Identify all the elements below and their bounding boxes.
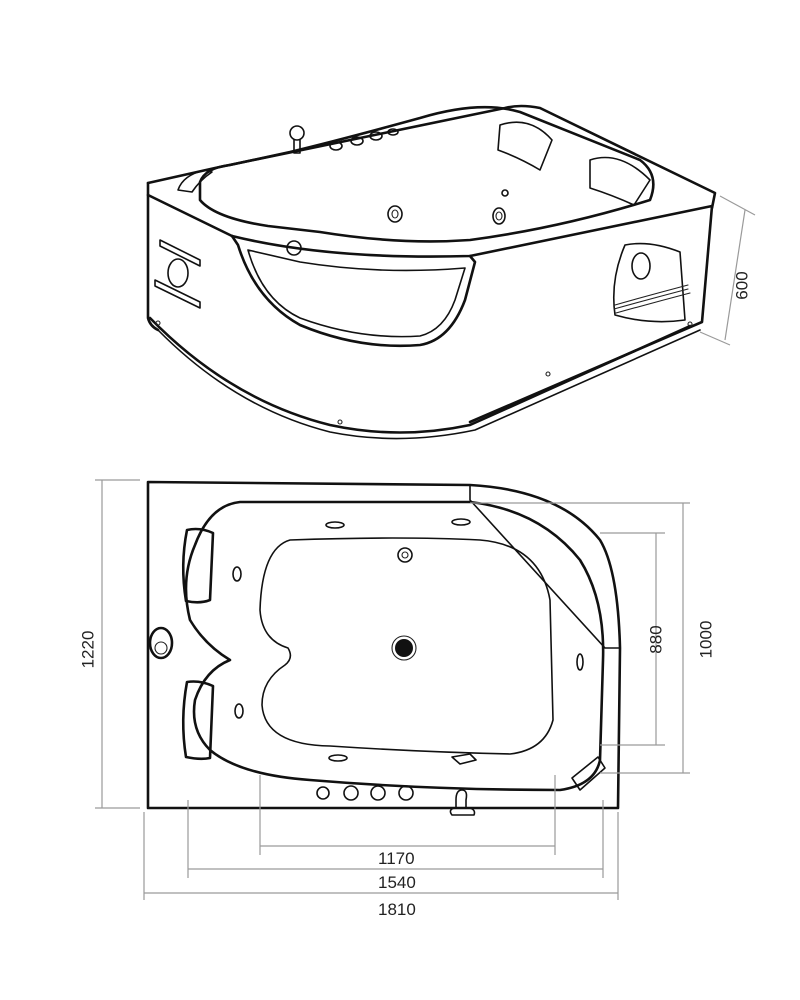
- dim-overall-width-label: 1220: [78, 630, 98, 669]
- dim-bottom-width-label: 880: [646, 625, 666, 654]
- height-dimension: [699, 195, 756, 346]
- plan-view: [146, 480, 622, 816]
- dim-inner-width-label: 1000: [696, 620, 716, 659]
- plan-dimensions: [95, 479, 690, 900]
- dim-inner-length-label: 1540: [378, 873, 416, 892]
- dim-bottom-length-label: 1170: [378, 849, 415, 868]
- perspective-view: [146, 104, 717, 440]
- dim-overall-length-label: 1810: [378, 900, 416, 919]
- dim-height-label: 600: [732, 271, 752, 300]
